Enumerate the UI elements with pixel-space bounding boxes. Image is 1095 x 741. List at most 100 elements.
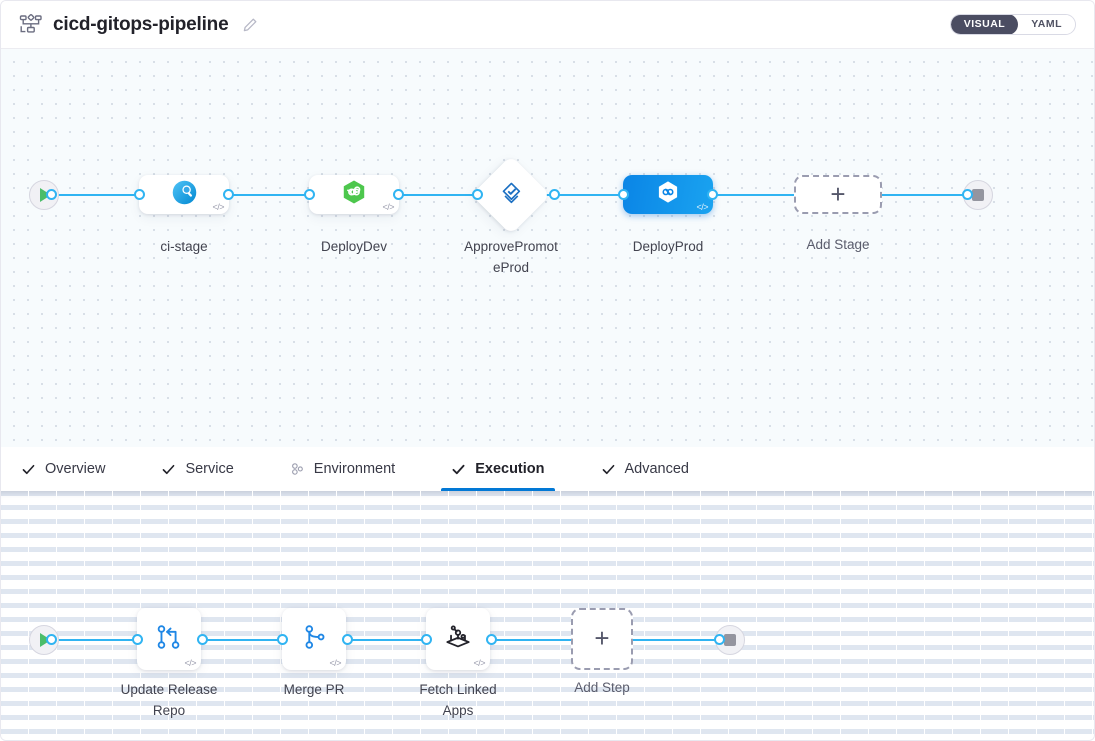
step-connector-dot-3b[interactable] [486, 634, 497, 645]
step-node-update-release-repo[interactable]: </> [137, 608, 201, 670]
check-icon [21, 462, 36, 477]
stage-node-deploydev[interactable]: </> [309, 175, 399, 214]
stop-icon [972, 189, 984, 201]
page-header: cicd-gitops-pipeline VISUAL YAML [1, 1, 1094, 49]
tab-advanced[interactable]: Advanced [601, 447, 712, 491]
ci-build-icon [171, 179, 198, 211]
step-label-line2: Apps [442, 702, 474, 718]
play-icon [40, 633, 51, 647]
stage-connector-dot-2b[interactable] [393, 189, 404, 200]
add-stage-button[interactable]: + [794, 175, 882, 214]
header-left: cicd-gitops-pipeline [19, 13, 258, 37]
stage-connector-dot-start[interactable] [46, 189, 57, 200]
step-connector-dot-2b[interactable] [342, 634, 353, 645]
stage-code-badge: </> [212, 202, 224, 212]
step-connector-dot-1a[interactable] [132, 634, 143, 645]
step-connector-dot-start[interactable] [46, 634, 57, 645]
step-edge-4 [626, 639, 721, 641]
tab-label: Service [185, 461, 234, 477]
step-connector-dot-2a[interactable] [277, 634, 288, 645]
add-step-label: Add Step [574, 680, 630, 695]
stage-graph: </> ci-stage </> D [1, 49, 1094, 447]
approval-icon-wrap [483, 167, 539, 223]
step-edge-2 [341, 639, 446, 641]
approval-check-icon [498, 179, 525, 211]
tab-label: Advanced [624, 461, 690, 477]
header-right: VISUAL YAML [949, 14, 1076, 35]
step-label-update-release-repo: Update Release Repo [94, 680, 244, 722]
tab-service[interactable]: Service [161, 447, 255, 491]
stage-code-badge: </> [696, 202, 708, 212]
cd-deploy-hex-icon [655, 179, 681, 210]
tab-label: Environment [313, 461, 396, 477]
pencil-edit-icon[interactable] [242, 17, 258, 33]
tab-label: Overview [45, 461, 106, 477]
stage-edge-5 [867, 194, 973, 196]
git-branch-icon [298, 621, 330, 658]
stage-label-approvepromoteprod: ApprovePromot eProd [436, 237, 586, 279]
step-code-badge: </> [329, 658, 341, 668]
stage-connector-dot-end[interactable] [962, 189, 973, 200]
toggle-option-visual[interactable]: VISUAL [950, 15, 1019, 34]
stage-edge-start [48, 194, 148, 196]
step-code-badge: </> [473, 658, 485, 668]
step-node-fetch-linked-apps[interactable]: </> [426, 608, 490, 670]
stage-graph-canvas[interactable]: </> ci-stage </> D [1, 49, 1094, 447]
step-connector-dot-end[interactable] [714, 634, 725, 645]
stage-edge-4 [701, 194, 806, 196]
step-connector-dot-3a[interactable] [421, 634, 432, 645]
step-code-badge: </> [184, 658, 196, 668]
view-mode-toggle[interactable]: VISUAL YAML [949, 14, 1076, 35]
step-end-node[interactable] [715, 625, 745, 655]
harness-box-icon [442, 621, 474, 658]
tab-environment[interactable]: Environment [290, 447, 417, 491]
pipeline-nodes-icon [19, 13, 43, 37]
stage-node-approvepromoteprod[interactable] [471, 155, 551, 235]
stage-edge-1 [216, 194, 323, 196]
plus-icon: + [830, 178, 846, 209]
stage-edge-2 [387, 194, 492, 196]
cd-deploy-hex-icon [341, 179, 367, 210]
toggle-option-yaml[interactable]: YAML [1018, 15, 1075, 34]
stage-node-deployprod[interactable]: </> [623, 175, 713, 214]
tab-overview[interactable]: Overview [21, 447, 127, 491]
step-edge-3 [485, 639, 580, 641]
step-label-line1: Update Release [120, 682, 218, 697]
stage-label-deploydev: DeployDev [320, 239, 388, 254]
stage-connector-dot-1a[interactable] [134, 189, 145, 200]
check-icon [451, 462, 466, 477]
stage-connector-dot-4b[interactable] [707, 189, 718, 200]
stage-label-ci-stage: ci-stage [160, 239, 208, 254]
stage-connector-dot-3b[interactable] [549, 189, 560, 200]
page-title: cicd-gitops-pipeline [53, 13, 229, 35]
add-stage-label: Add Stage [806, 237, 870, 252]
step-graph-canvas[interactable]: </> Update Release Repo [1, 491, 1094, 740]
stop-icon [724, 634, 736, 646]
step-label-line1: Fetch Linked [419, 682, 497, 697]
stage-config-tabs: Overview Service Environment Execution [1, 447, 1094, 491]
check-icon [161, 462, 176, 477]
add-step-button[interactable]: + [571, 608, 633, 670]
stage-connector-dot-1b[interactable] [223, 189, 234, 200]
git-merge-icon [153, 621, 185, 658]
tab-execution[interactable]: Execution [441, 447, 566, 491]
infrastructure-icon [290, 462, 305, 477]
stage-node-ci-stage[interactable]: </> [139, 175, 229, 214]
stage-connector-dot-2a[interactable] [304, 189, 315, 200]
plus-icon: + [594, 623, 610, 653]
stage-label-line1: ApprovePromot [464, 239, 558, 254]
stage-connector-dot-3a[interactable] [472, 189, 483, 200]
step-edge-1 [197, 639, 302, 641]
step-node-merge-pr[interactable]: </> [282, 608, 346, 670]
check-icon [601, 462, 616, 477]
stage-edge-3 [528, 194, 638, 196]
stage-code-badge: </> [382, 202, 394, 212]
stage-label-line2: eProd [492, 259, 530, 275]
tab-label: Execution [475, 461, 545, 477]
stage-connector-dot-4a[interactable] [618, 189, 629, 200]
step-edge-start [48, 639, 148, 641]
play-icon [40, 188, 51, 202]
stage-label-deployprod: DeployProd [632, 239, 704, 254]
step-connector-dot-1b[interactable] [197, 634, 208, 645]
